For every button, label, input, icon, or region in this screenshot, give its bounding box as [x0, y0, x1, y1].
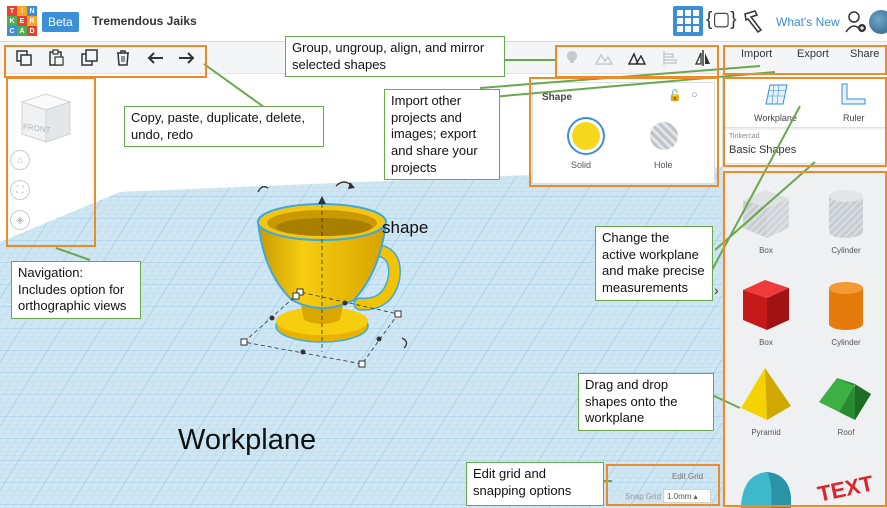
copy-icon[interactable] — [14, 48, 34, 68]
shape-cylinder-hole[interactable] — [811, 178, 881, 248]
ortho-view-button[interactable]: ◈ — [10, 210, 30, 230]
top-bar: T I N K E R C A D Beta Tremendous Jaiks … — [0, 0, 887, 42]
shape-label: Cylinder — [831, 338, 861, 347]
shape-pyramid[interactable] — [731, 360, 801, 430]
annotation-drag-drop: Drag and drop shapes onto the workplane — [578, 373, 714, 431]
home-view-button[interactable]: ⌂ — [10, 150, 30, 170]
shape-label: Cylinder — [831, 246, 861, 255]
shape-label: Box — [759, 338, 773, 347]
annotation-toolbar-left: Copy, paste, duplicate, delete, undo, re… — [124, 106, 324, 148]
hole-option[interactable] — [650, 122, 678, 150]
collapse-sidebar-chevron[interactable]: › — [714, 282, 719, 298]
fit-view-button[interactable]: ⛶ — [10, 180, 30, 200]
tinkercad-logo[interactable]: T I N K E R C A D — [7, 6, 37, 36]
align-icon[interactable] — [660, 48, 680, 68]
highlight-shape-panel — [529, 77, 719, 187]
3d-viewport[interactable] — [0, 42, 722, 508]
redo-icon[interactable] — [176, 48, 196, 68]
highlight-import-export — [723, 45, 887, 75]
annotation-grid-options: Edit grid and snapping options — [466, 462, 604, 506]
edit-grid-button[interactable]: Edit Grid — [672, 472, 704, 481]
hammer-icon[interactable] — [742, 8, 764, 34]
delete-icon[interactable] — [113, 48, 133, 68]
highlight-grid — [606, 464, 720, 506]
shape-box-solid[interactable] — [731, 270, 801, 340]
add-user-icon[interactable] — [845, 10, 867, 34]
shape-label-annotation: shape — [382, 218, 429, 237]
ruler-button-label[interactable]: Ruler — [843, 113, 865, 123]
beta-badge: Beta — [42, 12, 79, 32]
snap-grid-label: Snap Grid — [625, 492, 662, 501]
snap-grid-select[interactable]: 1.0mm ▴ — [663, 489, 711, 503]
undo-icon[interactable] — [146, 48, 166, 68]
ungroup-icon[interactable] — [627, 48, 647, 68]
3d-view-button[interactable] — [673, 6, 703, 36]
highlight-navigation — [6, 77, 96, 247]
workplane-label-annotation: Workplane — [178, 424, 317, 456]
solid-option[interactable] — [572, 122, 600, 150]
shape-label: Roof — [837, 428, 855, 437]
view-cube[interactable]: FRONT — [16, 88, 76, 146]
annotation-navigation: Navigation: Includes option for orthogra… — [11, 261, 141, 319]
ruler-icon[interactable] — [839, 82, 867, 108]
group-icon[interactable] — [594, 48, 614, 68]
share-button[interactable]: Share — [850, 48, 880, 60]
mirror-icon[interactable] — [693, 48, 713, 68]
annotation-import-export: Import other projects and images; export… — [384, 89, 500, 181]
annotation-toolbar-mid: Group, ungroup, align, and mirror select… — [285, 36, 505, 78]
annotation-workplane-tools: Change the active workplane and make pre… — [595, 226, 713, 301]
duplicate-icon[interactable] — [80, 48, 100, 68]
hole-label: Hole — [654, 160, 673, 170]
highlight-shape-tools — [555, 45, 719, 78]
highlight-workplane-tools — [723, 77, 887, 167]
view-cube-front-label: FRONT — [23, 122, 51, 135]
light-bulb-icon[interactable] — [562, 48, 582, 68]
user-avatar[interactable] — [869, 10, 887, 34]
solid-label: Solid — [571, 160, 592, 170]
export-button[interactable]: Export — [797, 48, 829, 60]
whats-new-link[interactable]: What's New — [776, 15, 840, 29]
shape-label: Pyramid — [751, 428, 781, 437]
project-title[interactable]: Tremendous Jaiks — [92, 14, 197, 28]
shape-round-roof[interactable] — [731, 452, 801, 508]
codeblocks-icon[interactable]: {▢} — [706, 9, 737, 30]
cup-body — [256, 221, 388, 309]
shape-text[interactable]: TEXT — [811, 452, 881, 508]
highlight-edit-tools — [4, 45, 207, 78]
highlight-shape-library — [723, 171, 887, 507]
paste-icon[interactable] — [46, 48, 66, 68]
shape-roof[interactable] — [811, 360, 881, 430]
shape-cylinder-solid[interactable] — [811, 270, 881, 340]
import-button[interactable]: Import — [741, 48, 773, 60]
